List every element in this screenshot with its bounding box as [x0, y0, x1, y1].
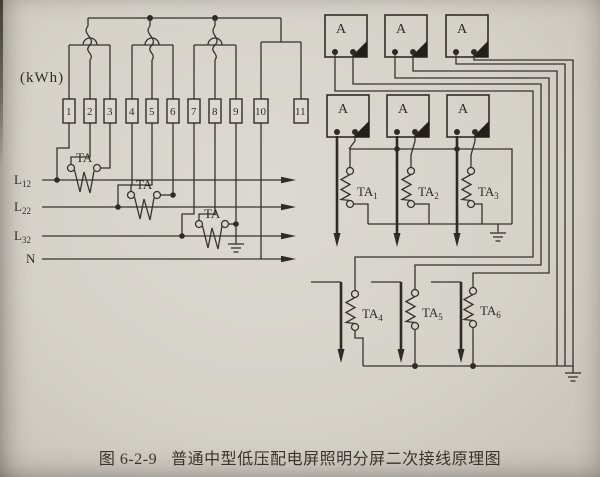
- feeder-arrow-icon: [337, 349, 345, 363]
- feeder-arrow-icon: [453, 233, 461, 247]
- terminal-number: 1: [66, 106, 72, 118]
- figure-title: 普通中型低压配电屏照明分屏二次接线原理图: [171, 451, 502, 468]
- photo-edge-shadow: [0, 0, 3, 170]
- terminal-number: 11: [295, 106, 306, 118]
- meter-coil-group-3: [193, 18, 237, 99]
- ammeter-a5: A: [386, 94, 430, 138]
- left-ct-ta-l32: TA: [179, 123, 244, 253]
- ct-label: TA4: [362, 306, 383, 323]
- left-ct-ta-l12: TA: [54, 123, 111, 194]
- phase-lines: L12 L22 L32 N: [14, 172, 296, 266]
- ground-icon: [565, 366, 581, 382]
- ct-label: TA3: [478, 184, 499, 201]
- ct-label: TA: [76, 150, 93, 165]
- ct-label: TA: [136, 177, 153, 192]
- ct-label: TA: [204, 206, 221, 221]
- ammeter-a4: A: [326, 94, 370, 138]
- line-label-l32: L32: [14, 228, 31, 245]
- ammeter-a6: A: [446, 94, 490, 138]
- ammeter-label: A: [396, 22, 407, 37]
- meter-top-bus: [88, 15, 302, 99]
- ct-label: TA6: [480, 303, 501, 320]
- terminal-number: 2: [87, 106, 93, 118]
- arrow-icon: [281, 232, 296, 240]
- ammeter-panel: A A A A: [324, 14, 490, 138]
- meter-coil-group-1: [68, 18, 111, 99]
- ammeter-a1: A: [324, 14, 368, 58]
- arrow-icon: [281, 176, 296, 184]
- ground-icon: [228, 243, 244, 253]
- figure-caption: 图 6-2-9 普通中型低压配电屏照明分屏二次接线原理图: [0, 445, 600, 469]
- ammeter-label: A: [458, 102, 469, 117]
- terminal-number: 10: [255, 106, 267, 118]
- terminal-number: 6: [170, 106, 176, 118]
- feeder-arrow-icon: [457, 349, 465, 363]
- ct-label: TA5: [422, 305, 443, 322]
- terminal-number: 3: [107, 106, 113, 118]
- kwh-meter: (kWh): [20, 15, 309, 124]
- arrow-icon: [281, 255, 296, 263]
- ammeter-label: A: [336, 22, 347, 37]
- terminal-number: 8: [212, 106, 218, 118]
- terminal-number: 7: [191, 106, 197, 118]
- ammeter-label: A: [398, 102, 409, 117]
- line-label-n: N: [26, 251, 36, 266]
- ct-group-bottom: TA4 TA5 TA6: [311, 281, 581, 382]
- terminal-box: [293, 98, 309, 124]
- terminal-number: 5: [149, 106, 155, 118]
- ammeter-label: A: [338, 102, 349, 117]
- terminal-number: 9: [233, 106, 239, 118]
- meter-terminal-strip: 1 2 3 4 5 6 7 8 9 10 11: [62, 98, 309, 124]
- feeder-arrow-icon: [333, 233, 341, 247]
- meter-coil-group-2: [131, 18, 174, 99]
- current-transformer-ta4: TA4: [311, 281, 383, 366]
- current-transformer-ta5: TA5: [371, 281, 443, 366]
- current-transformer-ta6: TA6: [431, 281, 501, 366]
- ammeter-a3: A: [445, 14, 489, 58]
- ground-icon: [490, 224, 506, 242]
- ct-label: TA1: [357, 184, 378, 201]
- current-transformer-ta1: TA1: [333, 136, 378, 247]
- arrow-icon: [281, 203, 296, 211]
- ct-label: TA2: [418, 184, 439, 201]
- line-label-l12: L12: [14, 172, 31, 189]
- kwh-label: (kWh): [20, 70, 64, 86]
- ammeter-label: A: [457, 22, 468, 37]
- feeder-arrow-icon: [393, 233, 401, 247]
- current-transformer-ta3: TA3: [453, 136, 499, 247]
- terminal-number: 4: [129, 106, 135, 118]
- margin-wires: [334, 55, 574, 366]
- feeder-arrow-icon: [397, 349, 405, 363]
- line-label-l22: L22: [14, 199, 31, 216]
- ammeter-a2: A: [384, 14, 428, 58]
- left-ct-ta-l22: TA: [115, 123, 176, 221]
- figure-number: 图 6-2-9: [98, 451, 158, 468]
- current-transformer-ta2: TA2: [393, 136, 439, 247]
- ct-group-middle: TA1 TA2 TA3: [333, 136, 513, 247]
